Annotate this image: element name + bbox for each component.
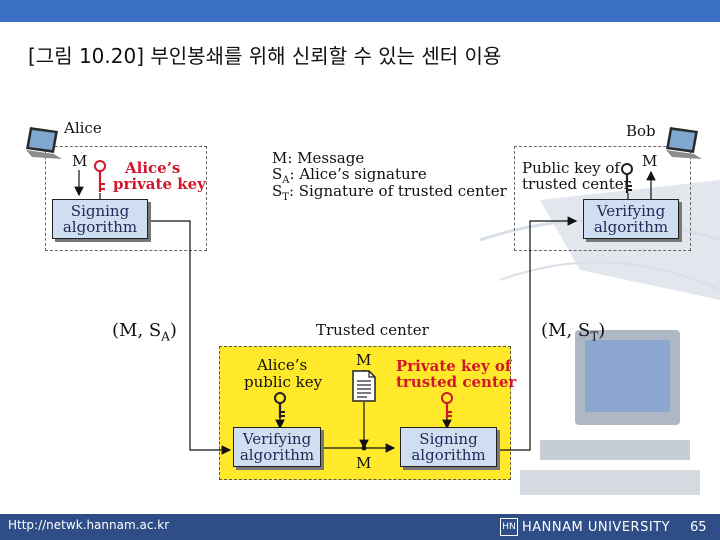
legend-sub: T xyxy=(282,192,289,203)
alice-box xyxy=(45,146,207,251)
center-alice-public-key-line2: public key xyxy=(244,373,323,391)
center-verifying-algorithm: Verifying algorithm xyxy=(233,427,321,467)
legend-sub: A xyxy=(282,175,290,186)
center-private-key-line1: Private key of xyxy=(396,357,512,375)
key-icon xyxy=(621,163,633,193)
bob-public-key-line1: Public key of xyxy=(522,159,620,177)
slide-title: [그림 10.20] 부인봉쇄를 위해 신뢰할 수 있는 센터 이용 xyxy=(28,44,502,68)
msg-prefix: (M, S xyxy=(541,320,591,341)
message-alice-signed: (M, SA) xyxy=(112,322,177,346)
alice-private-key-line2: private key xyxy=(113,175,206,193)
bob-verifying-algorithm: Verifying algorithm xyxy=(583,199,679,239)
trusted-center-title: Trusted center xyxy=(316,321,429,339)
legend-text: : Alice’s signature xyxy=(289,165,427,183)
msg-suffix: ) xyxy=(598,320,606,341)
center-signing-algorithm: Signing algorithm xyxy=(400,427,497,467)
algo-line: Verifying xyxy=(242,430,312,448)
msg-prefix: (M, S xyxy=(112,320,162,341)
footer-university: HANNAM UNIVERSITY xyxy=(522,520,671,535)
center-alice-public-key-line1: Alice’s xyxy=(257,356,308,374)
legend-s: S xyxy=(272,182,283,200)
alice-message-label: M xyxy=(72,152,88,170)
algo-line: algorithm xyxy=(593,218,669,236)
center-private-key-line2: trusted center xyxy=(396,373,517,391)
footer-bar xyxy=(0,514,720,540)
document-icon xyxy=(352,370,376,402)
bob-box xyxy=(514,146,691,251)
alice-private-key-line1: Alice’s xyxy=(125,159,181,177)
university-logo-icon: HN xyxy=(500,518,518,536)
footer-url: Http://netwk.hannam.ac.kr xyxy=(8,518,170,532)
red-key-icon xyxy=(441,392,453,418)
algo-line: Signing xyxy=(70,202,130,220)
algo-line: algorithm xyxy=(411,446,486,464)
key-icon xyxy=(274,392,286,418)
page-number: 65 xyxy=(690,520,707,535)
red-key-icon xyxy=(94,160,106,192)
msg-sub: T xyxy=(590,329,599,344)
message-center-signed: (M, ST) xyxy=(541,322,605,346)
alice-label: Alice xyxy=(64,119,102,137)
bob-public-key-line2: trusted center xyxy=(522,175,631,193)
algo-line: Verifying xyxy=(596,202,666,220)
laptop-icon xyxy=(26,127,62,159)
legend-alice-signature: SA: Alice’s signature xyxy=(272,166,427,189)
msg-sub: A xyxy=(161,329,170,344)
legend-center-signature: ST: Signature of trusted center xyxy=(272,183,507,206)
legend-text: : Signature of trusted center xyxy=(288,182,507,200)
legend-message: M: Message xyxy=(272,149,365,167)
laptop-icon xyxy=(666,127,702,159)
algo-line: algorithm xyxy=(62,218,138,236)
msg-suffix: ) xyxy=(169,320,177,341)
bob-message-label: M xyxy=(642,152,658,170)
algo-line: Signing xyxy=(419,430,478,448)
center-message-bottom: M xyxy=(356,454,372,472)
legend-s: S xyxy=(272,165,283,183)
top-accent-bar xyxy=(0,0,720,22)
center-message-top: M xyxy=(356,351,372,369)
algo-line: algorithm xyxy=(239,446,315,464)
bob-label: Bob xyxy=(626,122,656,140)
alice-signing-algorithm: Signing algorithm xyxy=(52,199,148,239)
